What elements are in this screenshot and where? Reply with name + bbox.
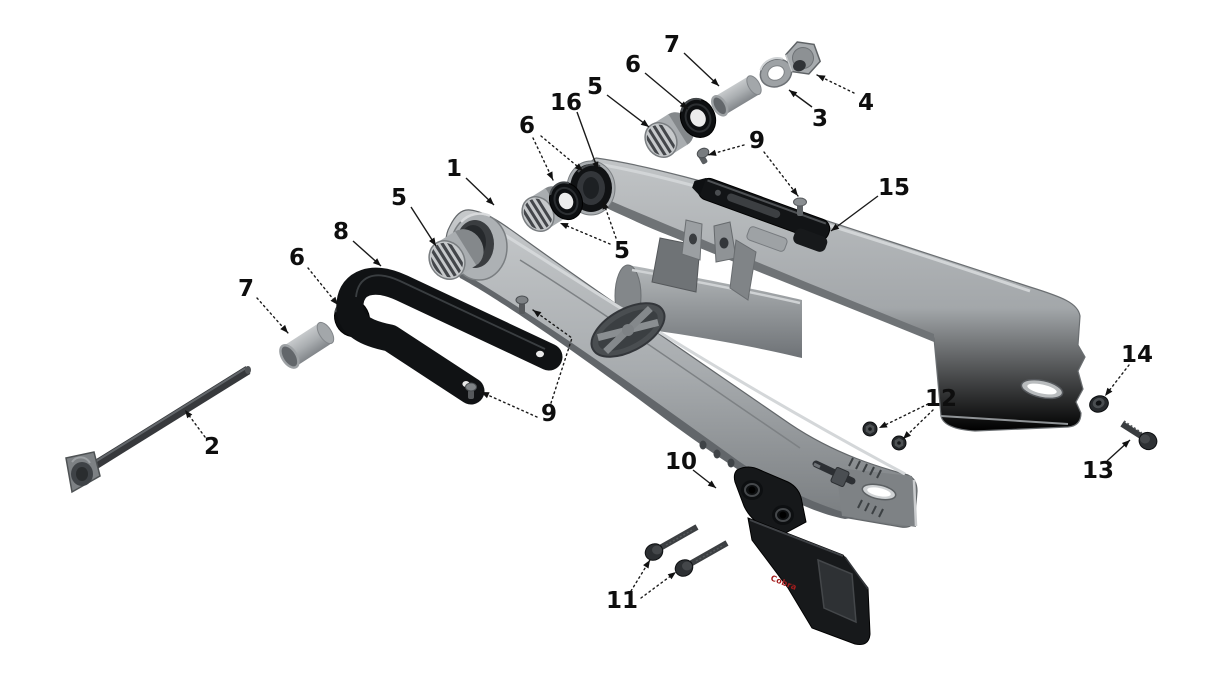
screw-9-mid [515, 295, 529, 314]
callout-label-9a: 9 [749, 128, 765, 154]
far-axle-slot [1020, 378, 1064, 400]
leader-arrow-15 [831, 223, 840, 231]
callout-label-6c: 6 [519, 113, 535, 139]
bolt-12-a [862, 421, 878, 437]
leader-line-14 [1104, 364, 1130, 397]
leader-arrow-5b [429, 237, 436, 246]
callout-label-7b: 7 [238, 276, 254, 302]
near-axle-plate [812, 457, 918, 527]
leader-line-5a [606, 94, 650, 128]
leader-arrow-9a [708, 149, 717, 156]
leader-arrow-11 [643, 560, 650, 569]
leader-arrow-11 [667, 572, 676, 580]
leader-arrow-6b [330, 296, 338, 305]
bolt-11-b [674, 540, 729, 577]
spacer-tube-7-top [711, 75, 762, 117]
callout-label-4: 4 [858, 90, 874, 116]
leader-arrow-14 [1105, 387, 1113, 396]
callout-label-9b: 9 [541, 401, 557, 427]
chain-guide-lower-10: Cobra [733, 466, 871, 645]
leader-arrow-9a [790, 187, 798, 196]
bolt-13 [1120, 420, 1158, 451]
leader-arrow-12 [879, 421, 888, 428]
callout-label-5c: 5 [614, 238, 630, 264]
needle-bearing-5-left [424, 229, 484, 284]
leader-arrow-4 [817, 75, 826, 82]
leader-line-9b [480, 391, 538, 418]
leader-line-4 [816, 74, 855, 94]
leader-arrow-7b [280, 324, 288, 333]
leader-arrow-13 [1121, 440, 1130, 448]
leader-arrow-3 [789, 90, 798, 98]
leader-arrow-5c [602, 201, 609, 210]
leader-line-15 [830, 195, 879, 232]
leader-arrow-2 [185, 410, 193, 419]
callout-label-14: 14 [1121, 342, 1153, 368]
washer-3 [759, 57, 793, 88]
callout-label-3: 3 [812, 106, 828, 132]
leader-arrow-9b [533, 310, 542, 318]
bolt-11-a [644, 524, 699, 561]
callout-label-5b: 5 [391, 185, 407, 211]
bolt-12-b [891, 435, 907, 451]
spacer-tube-7-left [279, 321, 335, 369]
screw-9-top-a [696, 147, 710, 165]
leader-arrow-1 [486, 197, 494, 205]
axle-adjuster-bolt [812, 460, 856, 488]
leader-arrow-7a [711, 78, 719, 86]
pivot-axle-bolt-2 [65, 366, 251, 494]
seal-6-top [679, 97, 717, 138]
leader-arrow-12 [903, 431, 911, 439]
leader-arrow-10 [707, 480, 716, 488]
leader-line-9a [763, 151, 799, 197]
callout-label-7a: 7 [664, 32, 680, 58]
arm-recess-x-brace [590, 302, 666, 358]
leader-line-5c [559, 222, 611, 245]
leader-arrow-8 [372, 258, 381, 266]
callout-label-16: 16 [550, 90, 582, 116]
callout-label-12: 12 [925, 386, 957, 412]
callout-label-10: 10 [665, 449, 697, 475]
chain-guide-upper-15 [692, 177, 831, 252]
callout-label-15: 15 [878, 175, 910, 201]
leader-line-12 [878, 403, 929, 429]
leader-line-2 [184, 409, 206, 438]
swingarm-far-arm [566, 157, 1086, 432]
callout-label-8: 8 [333, 219, 349, 245]
leader-arrow-5a [640, 119, 649, 127]
leader-line-16 [576, 111, 599, 171]
nut-14 [1089, 395, 1109, 413]
needle-bearing-5-mid [518, 186, 571, 235]
leader-arrow-5c [560, 223, 569, 229]
leader-arrow-6a [679, 101, 688, 109]
callout-label-13: 13 [1082, 458, 1114, 484]
screw-9-bottom [465, 382, 477, 399]
leader-line-6c [540, 135, 584, 172]
nut-4 [784, 41, 822, 75]
callout-label-6a: 6 [625, 52, 641, 78]
leader-line-5c [602, 200, 617, 239]
chain-adjuster-marks [848, 457, 884, 518]
screw-9-top-b [793, 197, 807, 216]
callout-label-1: 1 [446, 156, 462, 182]
leader-arrow-6c [546, 171, 553, 180]
callout-label-2: 2 [204, 434, 220, 460]
leader-arrow-16 [592, 161, 599, 170]
leader-line-9b [532, 309, 573, 404]
leader-line-6a [644, 72, 689, 110]
brake-line-gussets [651, 219, 757, 301]
leader-arrow-9b [481, 392, 490, 399]
callout-label-11: 11 [606, 588, 638, 614]
leader-line-7a [683, 52, 720, 87]
leader-arrow-6c [574, 163, 583, 171]
seal-6-mid [548, 181, 584, 221]
callout-label-5a: 5 [587, 74, 603, 100]
swingarm-guard-8 [336, 267, 563, 405]
callout-label-6b: 6 [289, 245, 305, 271]
